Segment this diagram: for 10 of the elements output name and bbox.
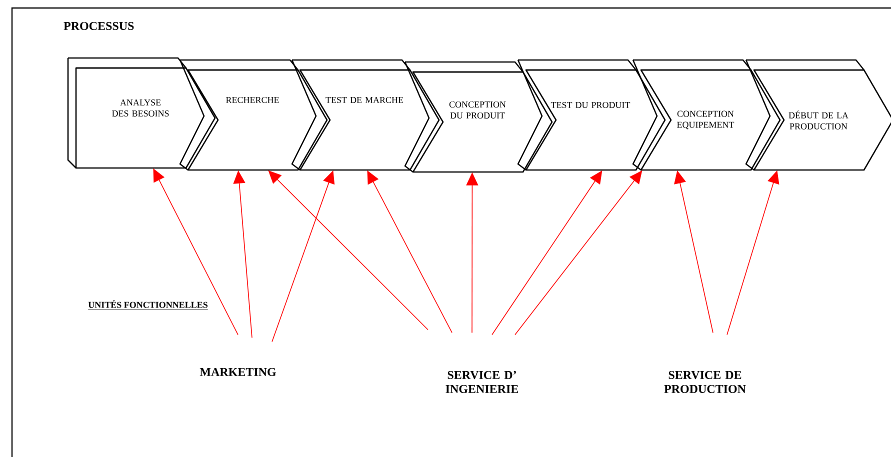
- process-chevron: DÉBUT DE LA PRODUCTION: [745, 59, 891, 171]
- process-chevron: CONCEPTION EQUIPEMENT: [632, 59, 781, 171]
- process-chevron: CONCEPTION DU PRODUIT: [404, 61, 553, 173]
- process-chevron: TEST DE MARCHE: [291, 59, 440, 171]
- unit-label: SERVICE DE PRODUCTION: [664, 370, 746, 393]
- process-chevron: TEST DU PRODUIT: [517, 59, 666, 171]
- title: PROCESSUS: [64, 22, 134, 30]
- unit-label: SERVICE D’ INGENIERIE: [446, 370, 518, 394]
- unit-label: MARKETING: [200, 368, 276, 376]
- section-label: UNITÉS FONCTIONNELLES: [88, 300, 208, 310]
